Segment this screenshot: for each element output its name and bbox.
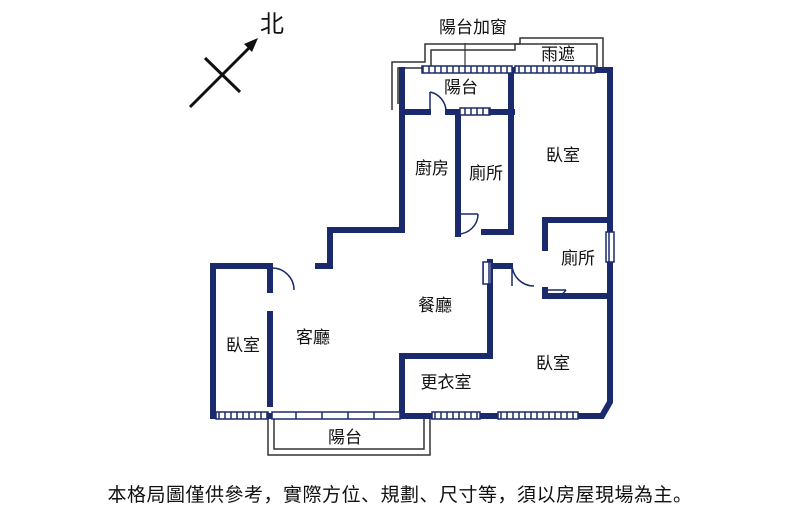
compass-arrow-icon: [188, 38, 258, 109]
left-bedroom-label: 臥室: [226, 336, 260, 356]
bottom-balcony-label: 陽台: [328, 428, 362, 448]
dining-label: 餐廳: [418, 296, 452, 316]
right-bedroom-label: 臥室: [536, 354, 570, 374]
windows: [215, 65, 615, 420]
disclaimer-text: 本格局圖僅供參考，實際方位、規劃、尺寸等，須以房屋現場為主。: [107, 484, 693, 506]
bathroom-2-label: 廁所: [561, 248, 595, 269]
closet-label: 更衣室: [421, 373, 472, 393]
balcony-window-label: 陽台加窗: [439, 18, 507, 38]
bottom-balcony-outline: [267, 418, 431, 456]
master-bedroom-label: 臥室: [546, 146, 580, 166]
north-label: 北: [260, 10, 284, 38]
door-swings: [271, 91, 567, 300]
bathroom-1-label: 廁所: [469, 163, 503, 184]
top-balcony-label: 陽台: [444, 78, 478, 98]
kitchen-label: 廚房: [415, 158, 449, 179]
sliding-door: [271, 411, 401, 420]
living-label: 客廳: [296, 328, 330, 348]
canopy-label: 雨遮: [541, 45, 575, 65]
